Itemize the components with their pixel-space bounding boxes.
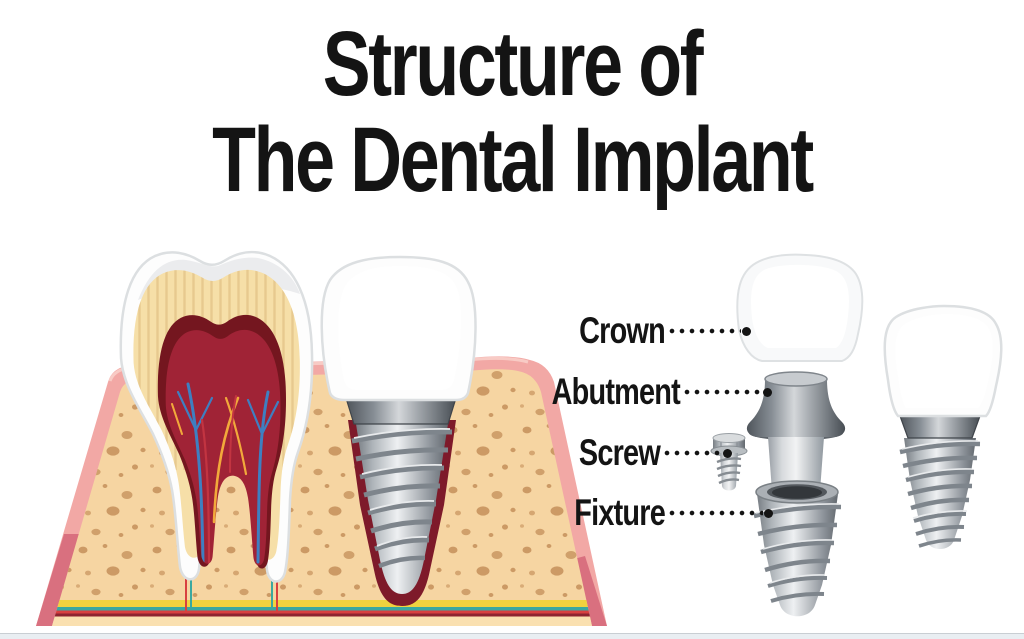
implant-crown-face <box>338 266 462 390</box>
assembled-crown-face <box>895 314 993 408</box>
crown-label: Crown <box>579 310 666 351</box>
screw-label: Screw <box>578 432 661 473</box>
fixture-label: Fixture <box>574 492 666 533</box>
abutment-leader-line <box>680 389 762 395</box>
abutment-leader-dot <box>763 387 772 397</box>
assembled-collar <box>899 415 981 439</box>
fixture-part <box>753 480 842 617</box>
screw-leader-dot <box>723 448 732 458</box>
abutment-label: Abutment <box>551 371 681 412</box>
pulp-vessels <box>171 382 281 564</box>
exploded-implant <box>710 253 864 617</box>
page-title: Structure of The Dental Implant <box>113 16 912 208</box>
fixture-leader-dot <box>764 508 773 518</box>
assembled-threads <box>899 440 981 548</box>
implant-threads <box>351 428 453 569</box>
label-row-fixture: Fixture <box>480 494 773 532</box>
crown-leader-dot <box>742 326 751 336</box>
assembled-fixture <box>904 438 976 549</box>
implant-in-bone <box>320 255 477 606</box>
label-row-abutment: Abutment <box>480 373 772 411</box>
gum-shadow-left <box>36 534 80 626</box>
tooth-cross-section <box>119 250 314 583</box>
crown-leader-line <box>665 328 741 334</box>
assembled-implant <box>883 304 1003 549</box>
screw-leader-line <box>660 450 722 456</box>
label-row-screw: Screw <box>480 434 732 472</box>
title-line-1: Structure of <box>322 13 704 115</box>
label-row-crown: Crown <box>480 312 751 350</box>
footer-strip <box>0 633 1024 639</box>
enamel-highlight <box>138 257 300 300</box>
crown-part <box>736 253 864 362</box>
title-line-2: The Dental Implant <box>212 109 814 211</box>
fixture-leader-line <box>665 510 763 516</box>
implant-abutment-collar <box>345 397 457 425</box>
